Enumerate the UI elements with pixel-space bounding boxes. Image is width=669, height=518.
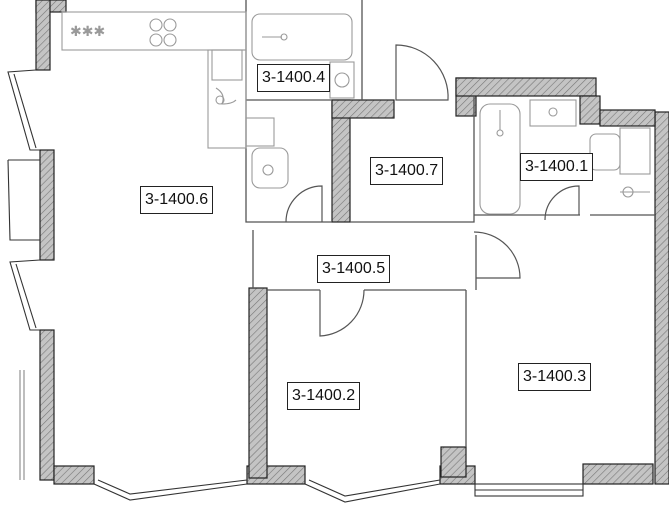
room-label-bathroom-small: 3-1400.4 xyxy=(257,64,331,92)
room-label-bathroom-main: 3-1400.1 xyxy=(520,153,594,181)
wall-structure xyxy=(35,0,669,485)
fixture-box-right xyxy=(619,127,651,175)
wall-right xyxy=(654,111,669,485)
svg-text:✱✱✱: ✱✱✱ xyxy=(70,24,105,40)
room-label-bedroom-right: 3-1400.3 xyxy=(518,363,592,391)
wall-bath-top xyxy=(455,77,597,97)
room-label-storage: 3-1400.7 xyxy=(370,157,444,185)
wall-bath-right-top xyxy=(579,95,601,125)
door-hall xyxy=(473,231,521,279)
window-left-3 xyxy=(9,259,41,331)
door-bath-main xyxy=(544,185,580,221)
wall-left-lower xyxy=(39,329,55,481)
sink-main-icon xyxy=(529,99,577,127)
toilet-main-icon xyxy=(589,133,621,171)
door-swings xyxy=(285,44,580,337)
window-bottom-1 xyxy=(93,483,248,501)
window-left-2 xyxy=(7,159,40,241)
window-bottom-2 xyxy=(304,483,441,503)
wall-bottom-left xyxy=(53,465,95,485)
kitchen-sink-icon xyxy=(211,49,243,81)
partition-bath-small xyxy=(245,20,332,223)
door-bedroom-left xyxy=(319,289,365,337)
room-label-kitchen-living: 3-1400.6 xyxy=(140,186,214,214)
room-label-hallway: 3-1400.5 xyxy=(317,255,391,283)
kitchen-counter-side xyxy=(207,49,247,149)
partitions xyxy=(245,0,655,447)
door-storage xyxy=(395,44,449,101)
room-label-bedroom-left: 3-1400.2 xyxy=(287,382,361,410)
toilet-small-icon xyxy=(251,147,289,189)
door-bath-small xyxy=(285,185,323,223)
bath-fixtures xyxy=(245,13,651,215)
wall-bottom-right xyxy=(582,463,654,485)
washer-icon xyxy=(329,61,355,99)
kitchen-fixtures: ✱✱✱ xyxy=(61,11,247,149)
sink-small-icon xyxy=(245,117,275,147)
floor-drain-icon xyxy=(622,186,634,198)
stove-icon xyxy=(149,18,177,47)
wall-bath-right-step xyxy=(599,109,656,127)
wall-left-upper xyxy=(35,0,51,71)
window-left-1 xyxy=(7,69,40,151)
wall-storage-top xyxy=(331,99,395,119)
wall-bedroom-stub xyxy=(440,446,467,478)
bathtub-small-icon xyxy=(251,13,353,61)
kitchen-counter-top xyxy=(61,11,247,51)
wall-bedroom-left xyxy=(248,287,268,479)
windows xyxy=(7,69,584,503)
partition-storage-right xyxy=(350,96,475,223)
wall-left-column xyxy=(39,149,55,261)
